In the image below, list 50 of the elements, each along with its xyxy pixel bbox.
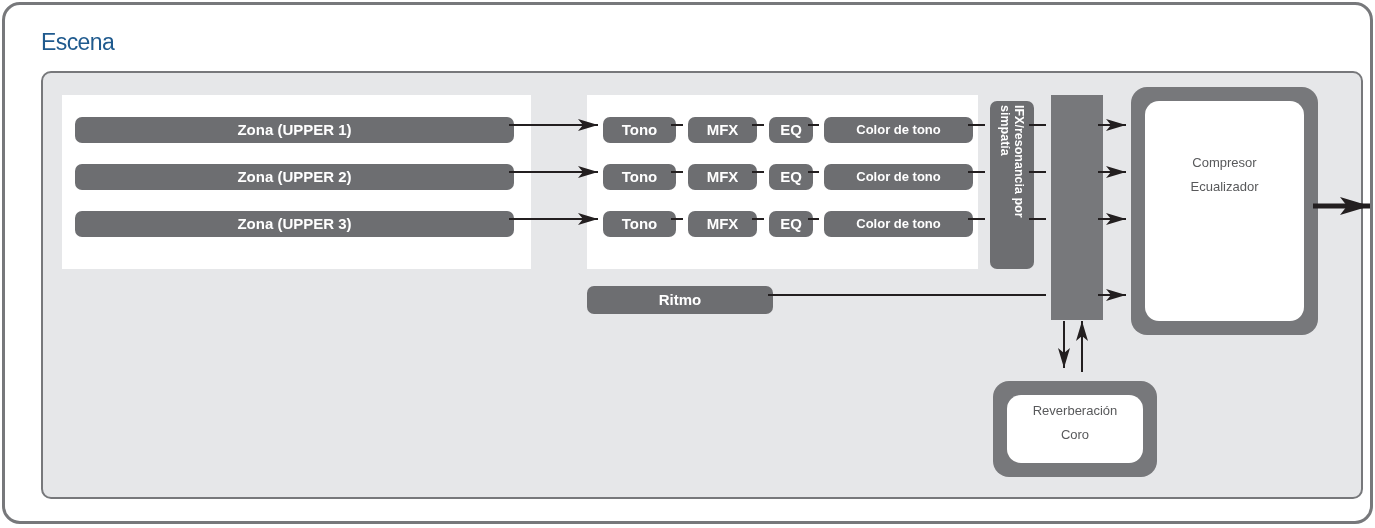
process-box: EQ: [769, 164, 813, 190]
connector-line: [967, 218, 986, 220]
arrow: [1076, 320, 1088, 373]
connector-line: [751, 124, 765, 126]
process-box: MFX: [688, 117, 757, 143]
connector-line: [807, 124, 820, 126]
process-box: Color de tono: [824, 164, 973, 190]
process-box: MFX: [688, 211, 757, 237]
effect-box: IFX/resonancia por simpatía: [990, 101, 1034, 269]
arrow: [1097, 213, 1127, 225]
scene-title: Escena: [41, 31, 115, 54]
connector-line: [1028, 171, 1047, 173]
connector-line: [807, 218, 820, 220]
connector-line: [967, 171, 986, 173]
arrow: [1097, 119, 1127, 131]
scene-panel: [41, 71, 1363, 499]
connector-line: [751, 218, 765, 220]
process-box: Tono: [603, 164, 676, 190]
group-panel: [62, 95, 531, 269]
process-box: Zona (UPPER 2): [75, 164, 514, 190]
arrow: [1058, 320, 1070, 369]
process-box: Color de tono: [824, 117, 973, 143]
mixer-bar: [1051, 95, 1103, 320]
arrow: [508, 213, 599, 225]
group-panel: [587, 95, 978, 269]
connector-line: [670, 171, 684, 173]
arrow: [508, 166, 599, 178]
arrow: [1097, 289, 1127, 301]
connector-line: [751, 171, 765, 173]
process-box: Tono: [603, 211, 676, 237]
arrow: [1313, 197, 1370, 215]
process-box: Color de tono: [824, 211, 973, 237]
process-box: Zona (UPPER 1): [75, 117, 514, 143]
process-box: MFX: [688, 164, 757, 190]
process-box: EQ: [769, 211, 813, 237]
effect-box: Compresor Ecualizador: [1131, 87, 1318, 335]
connector-line: [767, 294, 1047, 296]
process-box: EQ: [769, 117, 813, 143]
connector-line: [670, 218, 684, 220]
connector-line: [967, 124, 986, 126]
arrow: [508, 119, 599, 131]
connector-line: [670, 124, 684, 126]
process-box: Tono: [603, 117, 676, 143]
effect-box: Reverberación Coro: [993, 381, 1157, 477]
process-box: Ritmo: [587, 286, 773, 314]
connector-line: [1028, 124, 1047, 126]
connector-line: [1028, 218, 1047, 220]
arrow: [1097, 166, 1127, 178]
connector-line: [807, 171, 820, 173]
process-box: Zona (UPPER 3): [75, 211, 514, 237]
